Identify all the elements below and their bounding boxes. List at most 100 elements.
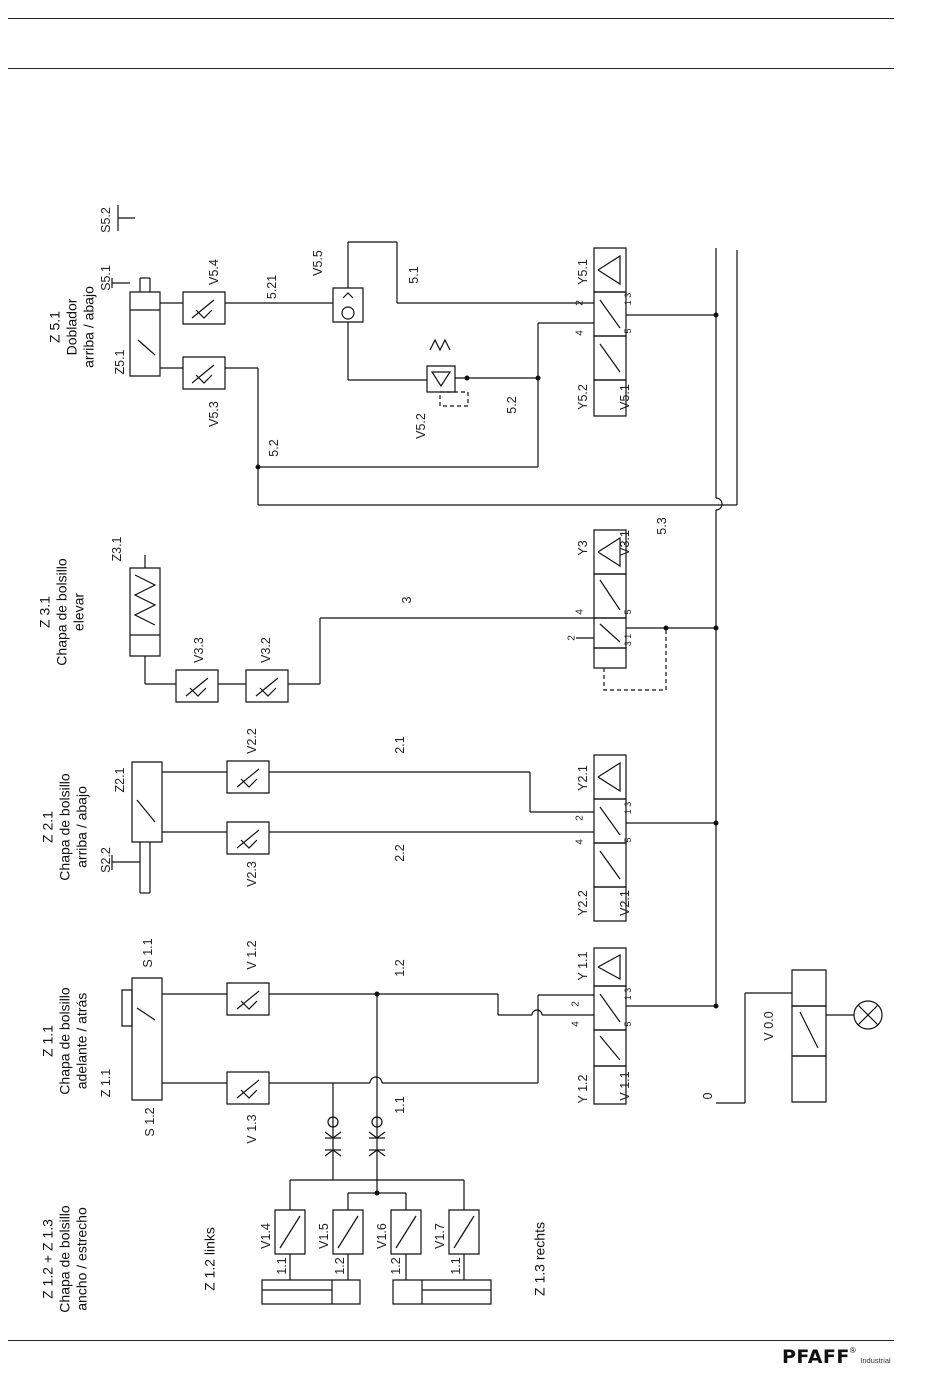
group-z1213-id: Z 1.2 + Z 1.3 [39, 1219, 56, 1299]
port-13-y21: 1 3 [623, 801, 633, 815]
logo-reg: ® [849, 1346, 856, 1355]
group-z11-name: Chapa de bolsillo [56, 987, 73, 1095]
port-31-y3: 3 1 [623, 633, 633, 647]
label-s12: S 1.2 [143, 1107, 157, 1137]
label-y3: Y3 [576, 540, 590, 556]
group-z1213-desc: ancho / estrecho [73, 1207, 90, 1311]
group-z51-desc: arriba / abajo [80, 286, 97, 368]
group-z51: Z 5.1 Doblador arriba / abajo [47, 286, 98, 368]
label-line-22: 2.2 [393, 844, 407, 862]
group-z31: Z 3.1 Chapa de bolsillo elevar [37, 558, 88, 665]
label-v23: V2.3 [245, 861, 259, 887]
label-y12: Y 1.2 [576, 1074, 590, 1104]
group-z31-id: Z 3.1 [36, 596, 53, 628]
top-rule-2 [8, 68, 894, 69]
label-v55: V5.5 [311, 250, 325, 276]
label-port-12b: 1.2 [389, 1257, 403, 1275]
label-v21: V2.1 [618, 890, 632, 916]
label-z13-rechts: Z 1.3 rechts [531, 1222, 548, 1296]
label-v31: V3.1 [618, 530, 632, 556]
port-4-y3: 4 [574, 609, 586, 615]
label-line-521: 5.21 [265, 274, 279, 300]
label-line-11: 1.1 [393, 1096, 407, 1114]
group-z21-id: Z 2.1 [39, 811, 56, 843]
label-z12-links: Z 1.2 links [201, 1227, 218, 1291]
group-z11-desc: adelante / atrás [73, 992, 90, 1090]
label-port-11b: 1.1 [449, 1257, 463, 1275]
label-v53: V5.3 [207, 401, 221, 427]
label-y11: Y 1.1 [576, 951, 590, 981]
label-v52: V5.2 [414, 413, 428, 439]
port-4-y51: 4 [574, 330, 586, 336]
group-z21-name: Chapa de bolsillo [56, 773, 73, 881]
port-4-y21: 4 [574, 839, 586, 845]
label-line-3: 3 [400, 596, 414, 604]
label-s51: S5.1 [99, 265, 113, 291]
label-y21: Y2.1 [576, 765, 590, 791]
port-2-y21: 2 [574, 815, 586, 821]
port-2-y3: 2 [566, 635, 578, 641]
group-z1213: Z 1.2 + Z 1.3 Chapa de bolsillo ancho / … [40, 1205, 91, 1312]
port-2-y51: 2 [574, 300, 586, 306]
label-s22: S2.2 [99, 847, 113, 873]
logo-brand: PFAFF [782, 1346, 850, 1368]
section-z1213 [262, 1180, 491, 1304]
label-v11: V 1.1 [618, 1071, 632, 1101]
pfaff-logo: PFAFF® Industrial [782, 1346, 891, 1368]
label-z51: Z5.1 [113, 349, 127, 375]
label-line-52b: 5.2 [267, 439, 281, 457]
label-v33: V3.3 [192, 637, 206, 663]
label-v51: V5.1 [618, 384, 632, 410]
label-s11: S 1.1 [141, 938, 155, 968]
label-y51: Y5.1 [576, 259, 590, 285]
label-line-51: 5.1 [407, 266, 421, 284]
logo-industrial: Industrial [860, 1356, 891, 1365]
port-2-y11: 2 [570, 1001, 582, 1007]
group-z31-name: Chapa de bolsillo [53, 558, 70, 666]
bottom-rule [8, 1340, 894, 1341]
label-z11-small: Z 1.1 [99, 1068, 113, 1098]
section-z51 [112, 205, 716, 505]
label-line-53: 5.3 [655, 517, 669, 535]
label-y52: Y5.2 [576, 384, 590, 410]
label-line-0: 0 [701, 1092, 715, 1100]
top-rule-1 [8, 18, 894, 19]
label-v16: V1.6 [375, 1223, 389, 1249]
label-v13: V 1.3 [245, 1114, 259, 1144]
group-z31-desc: elevar [70, 592, 87, 632]
label-line-52a: 5.2 [505, 396, 519, 414]
group-z21-desc: arriba / abajo [73, 786, 90, 868]
section-z21 [112, 755, 716, 921]
group-z1213-name: Chapa de bolsillo [56, 1205, 73, 1313]
port-5-y51: 5 [623, 328, 633, 334]
port-4-y11: 4 [570, 1021, 582, 1027]
label-v12: V 1.2 [245, 940, 259, 970]
section-z11 [122, 948, 826, 1193]
label-port-11a: 1.1 [275, 1257, 289, 1275]
label-y22: Y2.2 [576, 890, 590, 916]
label-z21: Z2.1 [113, 767, 127, 793]
port-13-y11: 1 3 [623, 987, 633, 1001]
label-v54: V5.4 [207, 259, 221, 285]
group-z51-name: Doblador [63, 298, 80, 356]
label-port-12a: 1.2 [333, 1257, 347, 1275]
label-v15: V1.5 [317, 1223, 331, 1249]
group-z11-id: Z 1.1 [39, 1025, 56, 1057]
group-z51-id: Z 5.1 [46, 311, 63, 343]
label-v00: V 0.0 [762, 1011, 776, 1041]
section-z31 [130, 530, 716, 702]
label-v32: V3.2 [259, 637, 273, 663]
label-v14: V1.4 [259, 1223, 273, 1249]
label-s52: S5.2 [99, 207, 113, 233]
port-5-y11: 5 [623, 1021, 633, 1027]
port-5-y3: 5 [623, 609, 633, 615]
supply-lines [255, 248, 883, 1196]
label-line-12: 1.2 [393, 959, 407, 977]
label-line-21: 2.1 [393, 736, 407, 754]
label-v22: V2.2 [245, 728, 259, 754]
port-5-y21: 5 [623, 837, 633, 843]
label-v17: V1.7 [433, 1223, 447, 1249]
group-z21: Z 2.1 Chapa de bolsillo arriba / abajo [40, 773, 91, 880]
port-13-y51: 1 3 [623, 292, 633, 306]
